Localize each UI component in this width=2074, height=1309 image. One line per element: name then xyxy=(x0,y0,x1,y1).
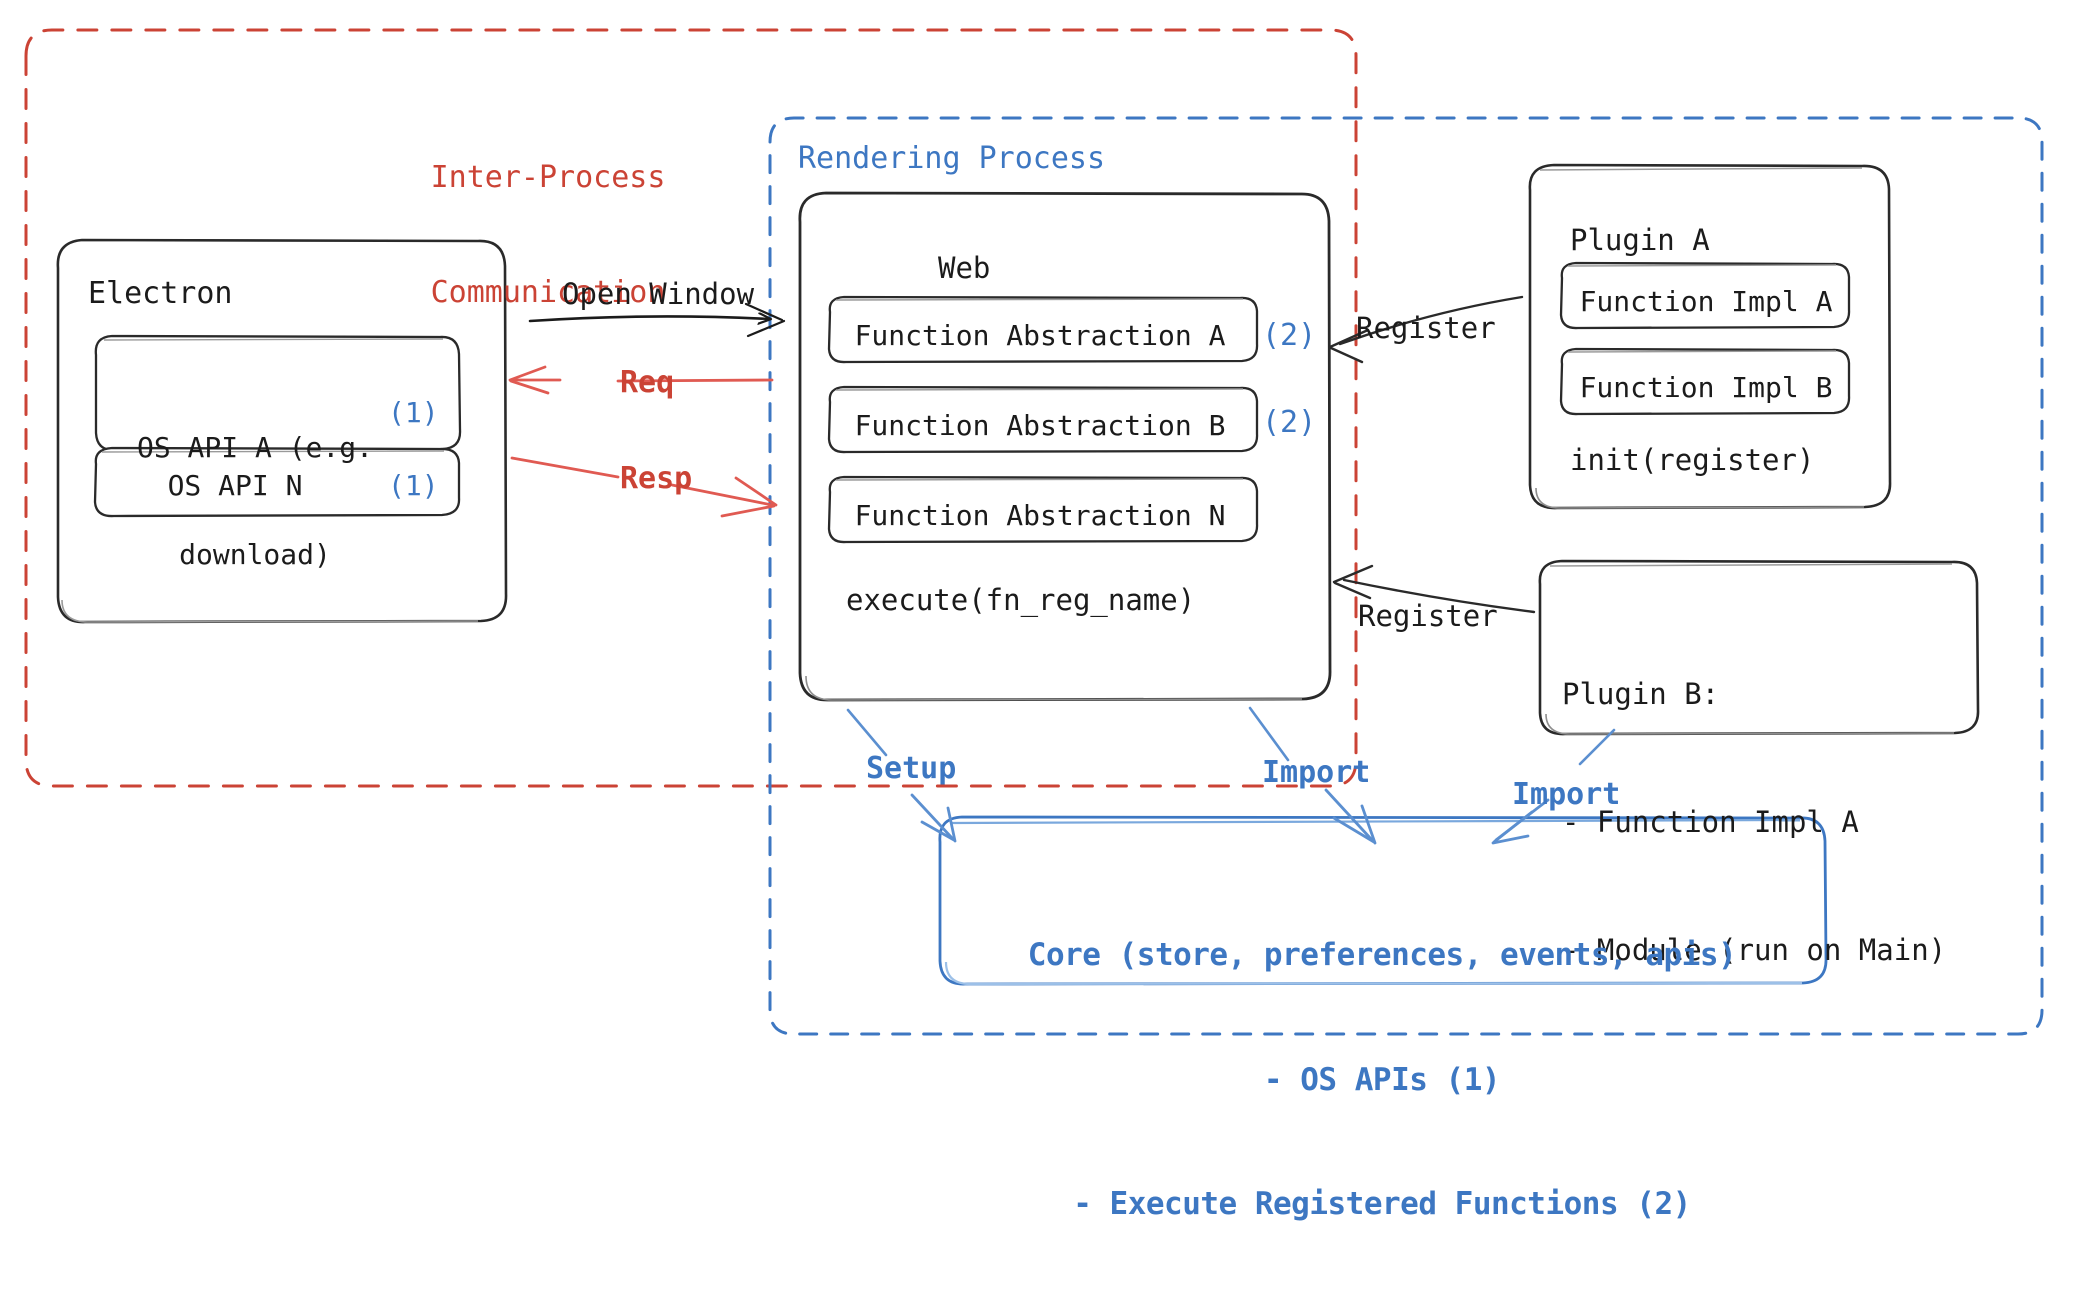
plugin-b-line1: Plugin B: xyxy=(1562,677,1720,712)
function-abstraction-b-marker: (2) xyxy=(1262,405,1317,440)
core-line1: Core (store, preferences, events, apis) xyxy=(1027,937,1737,974)
os-api-a-marker: (1) xyxy=(388,396,439,429)
plugin-b-line2: - Function Impl A xyxy=(1562,805,1859,840)
plugin-a-box-outline xyxy=(1528,163,1892,510)
os-api-a-label: OS API A (e.g. download) xyxy=(110,358,400,645)
diagram-canvas: Inter-Process Communication Rendering Pr… xyxy=(24,28,2044,1222)
os-api-a-line1: OS API A (e.g. xyxy=(136,430,373,464)
web-title: Web xyxy=(938,251,991,285)
register-plugin-b-arrow xyxy=(1332,564,1536,614)
os-api-n-label: OS API N xyxy=(167,469,303,502)
plugin-b-line3: - Module (run on Main) xyxy=(1562,933,1947,967)
import-right-label: Import xyxy=(1512,777,1621,812)
open-window-arrow xyxy=(528,302,786,338)
resp-arrow xyxy=(510,456,778,518)
function-abstraction-a-marker: (2) xyxy=(1262,318,1317,353)
function-abstraction-b-box-outline xyxy=(827,385,1259,454)
setup-arrow xyxy=(846,708,957,843)
ipc-region-label-line2: Communication xyxy=(430,274,666,310)
register-plugin-b-label: Register xyxy=(1358,599,1498,633)
plugin-b-box-outline xyxy=(1538,559,1980,736)
ipc-region-boundary xyxy=(24,28,1358,788)
plugin-a-init-label: init(register) xyxy=(1570,443,1815,477)
req-arrow xyxy=(508,365,774,395)
import-left-arrow xyxy=(1248,706,1377,845)
rendering-region-label: Rendering Process xyxy=(798,141,1106,176)
os-api-a-line2: download) xyxy=(179,538,331,572)
web-execute-label: execute(fn_reg_name) xyxy=(846,583,1196,617)
ipc-region-label: Inter-Process Communication xyxy=(418,82,678,389)
core-box-outline xyxy=(938,815,1828,986)
function-abstraction-n-box-outline xyxy=(827,475,1259,544)
core-content: Core (store, preferences, events, apis) … xyxy=(944,852,1820,1309)
ipc-region-label-line1: Inter-Process xyxy=(430,159,666,195)
plugin-a-title: Plugin A xyxy=(1570,223,1710,257)
rendering-region-boundary xyxy=(768,116,2044,1036)
import-right-arrow xyxy=(1491,728,1616,845)
plugin-a-item-1: Function Impl B xyxy=(1579,371,1833,404)
function-impl-a-box-outline xyxy=(1559,261,1851,330)
resp-label: Resp xyxy=(620,461,693,496)
os-api-n-box-outline xyxy=(93,446,461,518)
function-abstraction-b-label: Function Abstraction B xyxy=(854,409,1226,442)
core-line3: - Execute Registered Functions (2) xyxy=(1073,1186,1691,1223)
function-abstraction-a-label: Function Abstraction A xyxy=(854,319,1226,352)
function-impl-b-box-outline xyxy=(1559,347,1851,416)
function-abstraction-a-box-outline xyxy=(827,295,1259,364)
import-left-label: Import xyxy=(1262,755,1371,790)
plugin-a-item-0: Function Impl A xyxy=(1579,285,1833,318)
os-api-n-marker: (1) xyxy=(388,469,439,502)
diagram-vector-layer xyxy=(24,28,2044,1036)
function-abstraction-n-label: Function Abstraction N xyxy=(854,499,1226,532)
open-window-label: Open Window xyxy=(562,277,755,311)
register-plugin-a-arrow xyxy=(1328,295,1524,364)
electron-title: Electron xyxy=(88,276,233,311)
req-label: Req xyxy=(620,365,675,400)
register-plugin-a-label: Register xyxy=(1356,311,1496,345)
setup-label: Setup xyxy=(866,751,957,786)
plugin-b-content: Plugin B: - Function Impl A - Module (ru… xyxy=(1562,588,1946,1057)
